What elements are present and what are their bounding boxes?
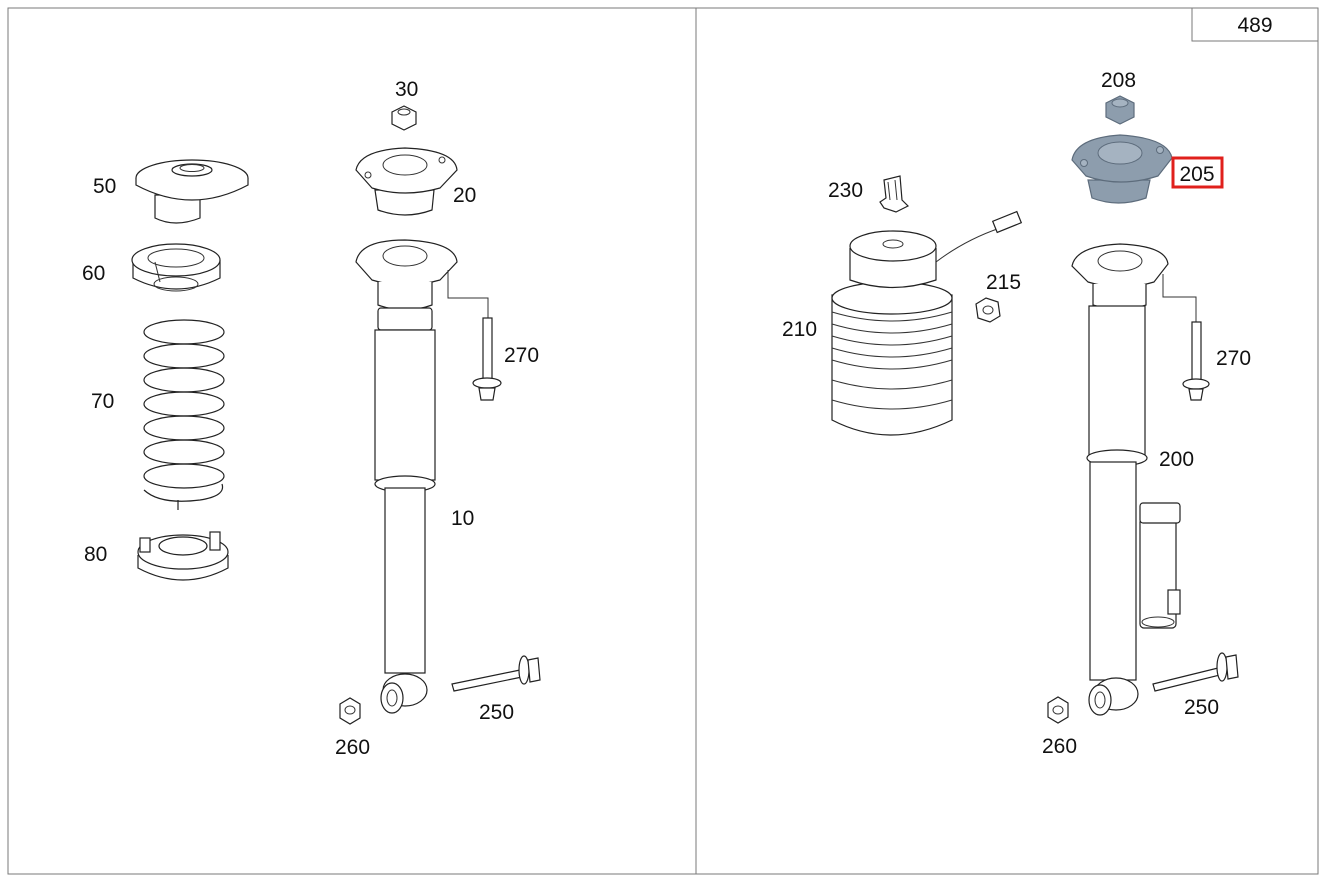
part-50-spring-mount[interactable] <box>135 159 249 224</box>
label-210: 210 <box>782 318 817 341</box>
highlight-box-205 <box>1171 156 1224 189</box>
label-260-left: 260 <box>335 736 370 759</box>
part-230-clip[interactable] <box>879 175 910 213</box>
part-260-nut-right[interactable] <box>1047 696 1069 724</box>
label-70: 70 <box>91 390 114 413</box>
page-number-box <box>1191 7 1319 42</box>
label-208: 208 <box>1101 69 1136 92</box>
part-210-air-spring[interactable] <box>831 210 1023 436</box>
label-20: 20 <box>453 184 476 207</box>
part-250-bolt-right[interactable] <box>1152 652 1239 692</box>
part-30-nut[interactable] <box>391 105 417 131</box>
label-230: 230 <box>828 179 863 202</box>
part-70-coil-spring[interactable] <box>143 319 225 510</box>
label-270-left: 270 <box>504 344 539 367</box>
part-215-nut[interactable] <box>975 297 1001 323</box>
label-80: 80 <box>84 543 107 566</box>
label-200: 200 <box>1159 448 1194 471</box>
part-10-shock-absorber[interactable] <box>355 239 458 714</box>
label-60: 60 <box>82 262 105 285</box>
page-number: 489 <box>1237 14 1272 37</box>
label-215: 215 <box>986 271 1021 294</box>
label-30: 30 <box>395 78 418 101</box>
label-250-left: 250 <box>479 701 514 724</box>
part-260-nut-left[interactable] <box>339 697 361 725</box>
label-50: 50 <box>93 175 116 198</box>
label-250-right: 250 <box>1184 696 1219 719</box>
part-270-bolt-right[interactable] <box>1162 274 1210 401</box>
part-20-top-mount[interactable] <box>355 147 458 216</box>
label-205[interactable]: 205 <box>1179 163 1214 186</box>
part-60-isolator[interactable] <box>131 243 221 292</box>
part-205-top-mount-highlighted[interactable] <box>1071 134 1173 204</box>
part-80-spring-seat[interactable] <box>137 531 229 581</box>
part-200-shock-absorber[interactable] <box>1071 243 1181 716</box>
label-270-right: 270 <box>1216 347 1251 370</box>
part-270-bolt-left[interactable] <box>447 270 502 401</box>
diagram-border <box>7 7 1319 875</box>
label-10: 10 <box>451 507 474 530</box>
part-208-nut[interactable] <box>1105 95 1135 125</box>
label-260-right: 260 <box>1042 735 1077 758</box>
part-250-bolt-left[interactable] <box>451 655 541 692</box>
